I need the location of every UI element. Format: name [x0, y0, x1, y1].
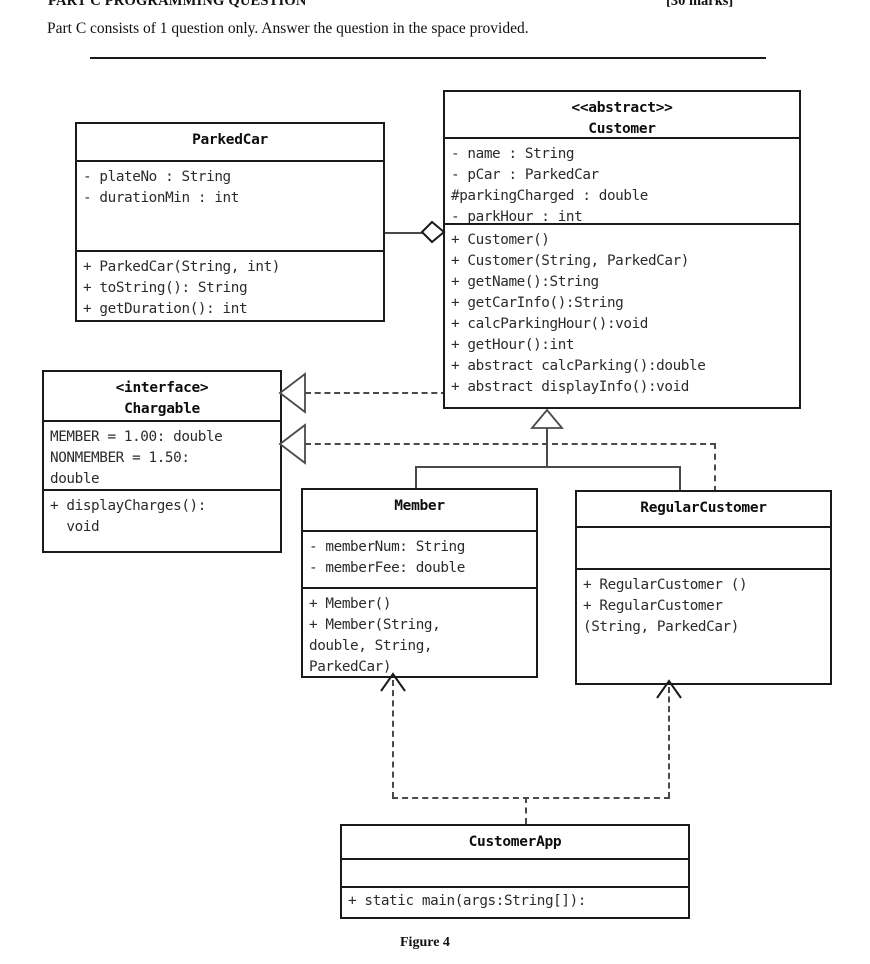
operation-row: + Member() [309, 596, 392, 612]
class-attributes-member: - memberNum: String - memberFee: double [303, 530, 536, 587]
operation-row: + toString(): String [83, 280, 248, 296]
class-box-chargable[interactable]: <interface> Chargable MEMBER = 1.00: dou… [42, 370, 282, 553]
attribute-row: - name : String [451, 146, 575, 162]
class-name-customerapp: CustomerApp [468, 834, 562, 850]
class-attributes-parkedcar: - plateNo : String - durationMin : int [77, 160, 383, 250]
operation-row: + RegularCustomer [583, 598, 723, 614]
class-name-member: Member [394, 498, 445, 514]
class-box-regularcustomer[interactable]: RegularCustomer + RegularCustomer () + R… [575, 490, 832, 685]
aggregation-diamond-icon [420, 220, 446, 245]
part-heading: PART C PROGRAMMING QUESTION [48, 0, 307, 9]
class-box-customerapp[interactable]: CustomerApp + static main(args:String[])… [340, 824, 690, 919]
operation-row: + static main(args:String[]): [348, 893, 587, 909]
generalization-stem [546, 427, 548, 467]
operation-row: + displayCharges(): [50, 498, 206, 514]
generalization-bus [415, 466, 681, 468]
attribute-row: - memberNum: String [309, 539, 465, 555]
dependency-line-regularcustomer-v [668, 687, 670, 798]
marks-label: [30 marks] [666, 0, 734, 9]
operation-row: + RegularCustomer () [583, 577, 748, 593]
attribute-row: NONMEMBER = 1.50: [50, 450, 190, 466]
operation-row: + ParkedCar(String, int) [83, 259, 280, 275]
attribute-row: - plateNo : String [83, 169, 231, 185]
class-box-parkedcar[interactable]: ParkedCar - plateNo : String - durationM… [75, 122, 385, 322]
operation-row: (String, ParkedCar) [583, 619, 739, 635]
figure-caption: Figure 4 [400, 935, 450, 950]
realization-triangle-icon-regularcustomer [278, 423, 306, 465]
operation-row: void [50, 519, 100, 535]
dependency-stem-customerapp [525, 797, 527, 824]
class-attributes-customer: - name : String - pCar : ParkedCar #park… [445, 137, 799, 223]
attribute-row: - pCar : ParkedCar [451, 167, 599, 183]
attribute-row: double [50, 471, 100, 487]
class-operations-parkedcar: + ParkedCar(String, int) + toString(): S… [77, 250, 383, 320]
class-attributes-regularcustomer [577, 526, 830, 568]
operation-row: + abstract displayInfo():void [451, 379, 690, 395]
class-operations-customerapp: + static main(args:String[]): [342, 886, 688, 917]
operation-row: ParkedCar) [309, 659, 392, 675]
class-box-member[interactable]: Member - memberNum: String - memberFee: … [301, 488, 538, 678]
dependency-bus [392, 797, 670, 799]
realization-line-regularcustomer-h [305, 443, 716, 445]
dependency-arrowhead-icon-regularcustomer [655, 679, 683, 699]
attribute-row: MEMBER = 1.00: double [50, 429, 223, 445]
operation-row: + getCarInfo():String [451, 295, 624, 311]
generalization-triangle-icon-customer [530, 408, 564, 429]
attribute-row: #parkingCharged : double [451, 188, 648, 204]
operation-row: + calcParkingHour():void [451, 316, 648, 332]
dependency-line-member-v [392, 680, 394, 798]
header-divider [90, 57, 766, 59]
realization-line-member-h [305, 392, 447, 394]
realization-line-regularcustomer-v [714, 443, 716, 492]
class-operations-member: + Member() + Member(String, double, Stri… [303, 587, 536, 680]
class-operations-chargable: + displayCharges(): void [44, 489, 280, 551]
operation-row: + Customer(String, ParkedCar) [451, 253, 690, 269]
class-header-chargable: <interface> Chargable [44, 372, 280, 420]
operation-row: + getName():String [451, 274, 599, 290]
realization-triangle-icon-member [278, 372, 306, 414]
class-stereotype-customer: <<abstract>> [571, 100, 673, 116]
class-stereotype-chargable: <interface> [115, 380, 209, 396]
class-operations-customer: + Customer() + Customer(String, ParkedCa… [445, 223, 799, 409]
attribute-row: - durationMin : int [83, 190, 239, 206]
class-name-regularcustomer: RegularCustomer [640, 500, 767, 516]
generalization-drop-regularcustomer [679, 466, 681, 492]
operation-row: + Customer() [451, 232, 550, 248]
class-name-customer: Customer [588, 121, 656, 137]
class-box-customer[interactable]: <<abstract>> Customer - name : String - … [443, 90, 801, 409]
attribute-row: - parkHour : int [451, 209, 583, 223]
class-operations-regularcustomer: + RegularCustomer () + RegularCustomer (… [577, 568, 830, 683]
aggregation-line-parkedcar-customer [384, 232, 424, 234]
class-attributes-chargable: MEMBER = 1.00: double NONMEMBER = 1.50: … [44, 420, 280, 489]
operation-row: + getHour():int [451, 337, 575, 353]
class-attributes-customerapp [342, 858, 688, 886]
class-name-chargable: Chargable [124, 401, 200, 417]
operation-row: + Member(String, [309, 617, 441, 633]
class-header-customer: <<abstract>> Customer [445, 92, 799, 137]
generalization-drop-member [415, 466, 417, 490]
operation-row: + getDuration(): int [83, 301, 248, 317]
operation-row: + abstract calcParking():double [451, 358, 706, 374]
attribute-row: - memberFee: double [309, 560, 465, 576]
class-name-parkedcar: ParkedCar [192, 132, 268, 148]
operation-row: double, String, [309, 638, 433, 654]
intro-text: Part C consists of 1 question only. Answ… [47, 20, 529, 37]
dependency-arrowhead-icon-member [379, 672, 407, 692]
